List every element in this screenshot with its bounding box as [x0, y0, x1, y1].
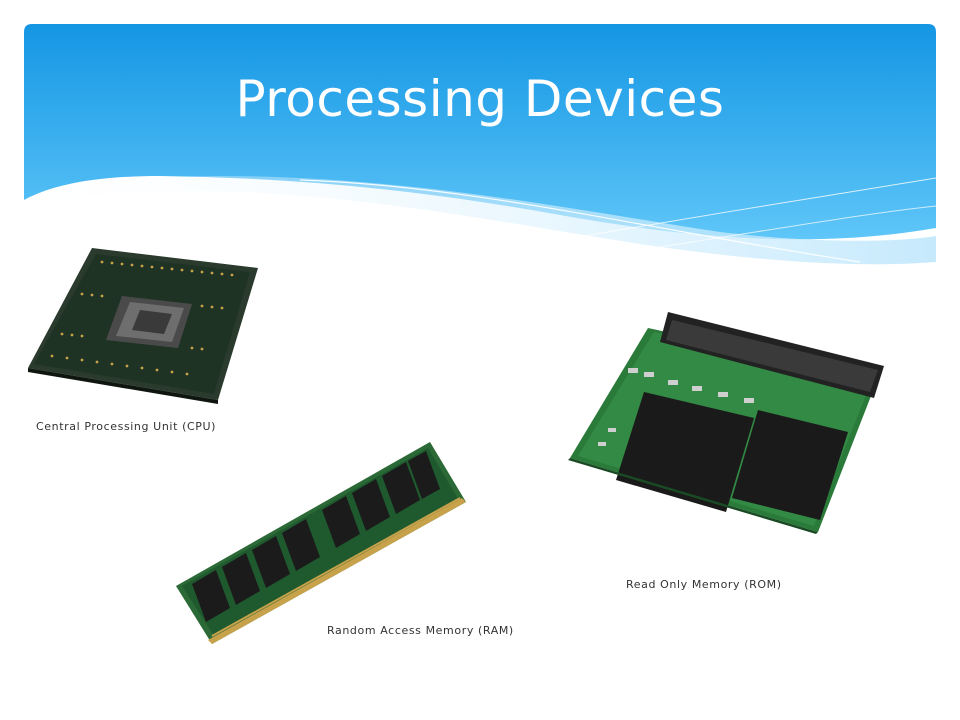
ram-module-photo [176, 442, 466, 644]
cpu-caption: Central Processing Unit (CPU) [36, 420, 217, 433]
ram-caption: Random Access Memory (RAM) [327, 624, 514, 637]
header-banner [24, 24, 937, 265]
cpu-chip-photo [28, 248, 258, 404]
rom-caption: Read Only Memory (ROM) [626, 578, 782, 591]
slide-title: Processing Devices [235, 70, 725, 128]
rom-board-photo [568, 312, 884, 534]
